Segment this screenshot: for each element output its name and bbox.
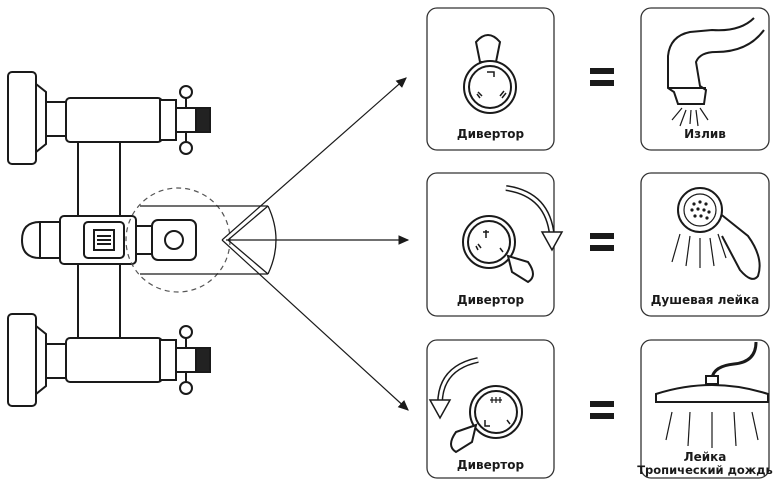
diverter-label-3: Дивертор xyxy=(456,458,525,472)
water-stream xyxy=(665,411,759,448)
water-stream xyxy=(671,107,709,127)
outlet-label-rain-shower-line2: Тропический дождь xyxy=(637,463,773,477)
rain-shower-icon xyxy=(655,341,769,403)
rotation-arrow-icon xyxy=(428,357,479,420)
diverter-knob-icon xyxy=(463,34,517,114)
spout-icon xyxy=(667,17,765,105)
hand-shower-icon xyxy=(677,187,761,280)
outlet-label-rain-shower-line1: Лейка xyxy=(683,450,727,464)
arrows xyxy=(221,77,410,411)
panel-outlet-2 xyxy=(640,172,770,317)
panel-outlet-3 xyxy=(640,339,770,479)
magnifier-cone xyxy=(140,205,277,275)
diverter-knob-icon xyxy=(450,385,523,454)
diverter-label-2: Дивертор xyxy=(456,293,525,307)
water-stream xyxy=(671,233,727,268)
diverter-label-1: Дивертор xyxy=(456,127,525,141)
equals-sign xyxy=(590,68,614,419)
outlet-label-spout: Излив xyxy=(684,127,726,141)
rotation-arrow-icon xyxy=(505,185,564,252)
mixer-faucet xyxy=(7,71,211,407)
diverter-knob-icon xyxy=(462,215,534,284)
outlet-label-hand-shower: Душевая лейка xyxy=(650,293,760,307)
